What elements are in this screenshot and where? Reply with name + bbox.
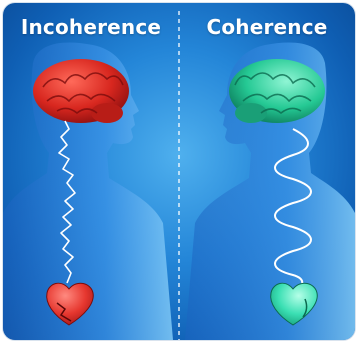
coherence-title: Coherence <box>179 15 355 39</box>
illustration-frame: Incoherence Coherence <box>3 3 355 340</box>
heart-brain-illustration <box>3 3 355 340</box>
incoherence-title: Incoherence <box>3 15 179 39</box>
left-brain-icon <box>33 59 129 123</box>
right-brain-icon <box>229 59 325 123</box>
